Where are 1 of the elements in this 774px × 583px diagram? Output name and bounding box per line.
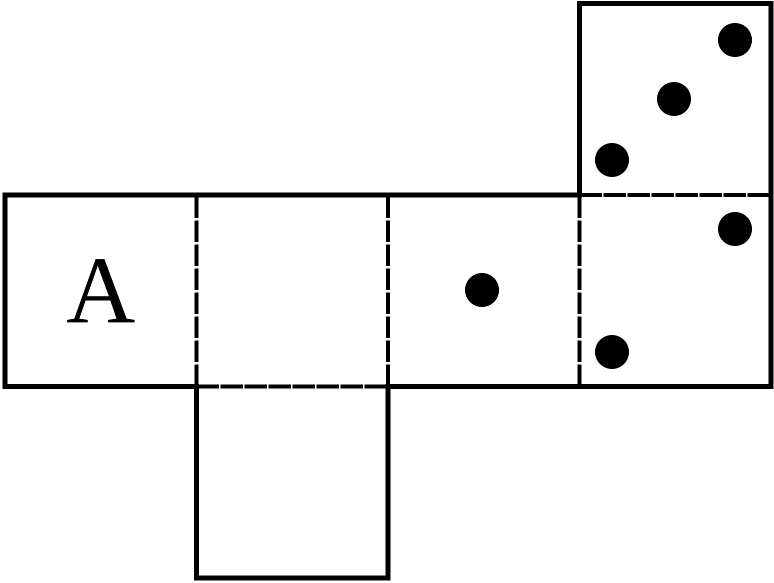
face: A: [3, 193, 198, 388]
